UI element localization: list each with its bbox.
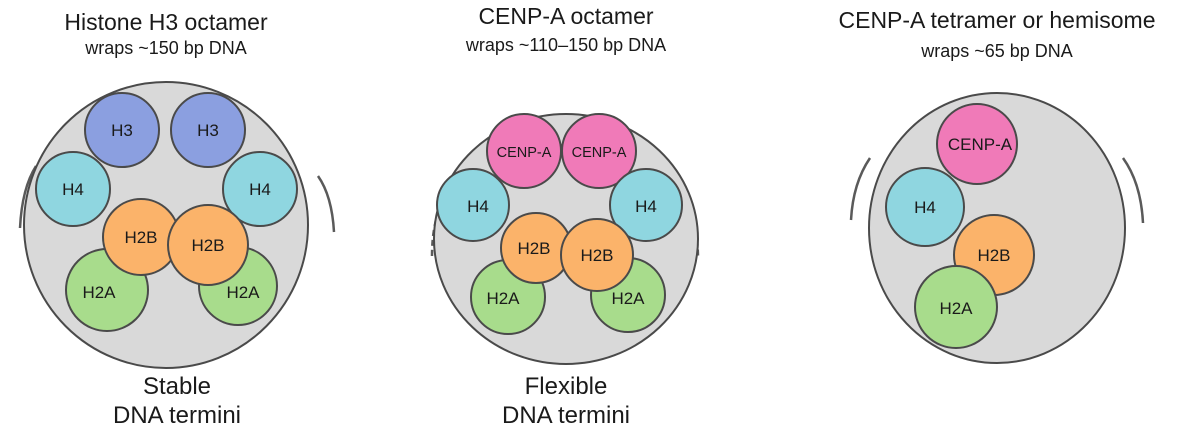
histone-label: H3 [111,121,133,140]
histone-h4: H4 [35,151,111,227]
histone-label: H3 [197,121,219,140]
histone-cenp-a: CENP-A [486,113,562,189]
histone-h2b: H2B [167,204,249,286]
dna-terminus-right [1121,157,1145,224]
histone-h4: H4 [222,151,298,227]
panel-subtitle: wraps ~110–150 bp DNA [465,35,666,55]
dna-terminus-left [849,157,872,221]
histone-label: H4 [467,197,489,216]
termini-note: Flexible [525,373,608,400]
histone-label: CENP-A [497,145,552,161]
panel-title: CENP-A octamer [478,3,653,29]
histone-label: CENP-A [572,145,627,161]
termini-note: DNA termini [502,402,630,429]
panel-title: CENP-A tetramer or hemisome [839,7,1156,33]
histone-label: H2B [517,239,550,258]
histone-label: H2B [977,246,1010,265]
histone-h3: H3 [170,92,246,168]
dna-terminus-left [18,165,38,229]
histone-h2a: H2A [914,265,998,349]
panel-subtitle: wraps ~150 bp DNA [84,38,247,58]
panel-cenp-a-hemisome: CENP-A tetramer or hemisome wraps ~65 bp… [839,7,1156,364]
histone-h3: H3 [84,92,160,168]
histone-label: H2B [191,236,224,255]
histone-h2b: H2B [500,212,572,284]
histone-label: H2A [82,283,116,302]
histone-label: H4 [635,197,657,216]
histone-label: H2A [611,289,645,308]
dna-terminus-right [316,175,336,233]
panel-subtitle: wraps ~65 bp DNA [920,41,1073,61]
termini-note: DNA termini [113,402,241,429]
histone-h4: H4 [885,167,965,247]
histone-label: H2A [939,299,973,318]
histone-cenp-a: CENP-A [936,103,1018,185]
histone-cenp-a: CENP-A [561,113,637,189]
panel-h3-octamer: Histone H3 octamer wraps ~150 bp DNA H3 … [18,9,336,429]
histone-label: H4 [249,180,271,199]
panel-title: Histone H3 octamer [64,9,268,35]
histone-label: H2A [226,283,260,302]
histone-label: H2A [486,289,520,308]
histone-h4: H4 [436,168,510,242]
histone-label: H2B [580,246,613,265]
termini-note: Stable [143,373,211,400]
histone-label: CENP-A [948,135,1013,154]
histone-label: H4 [914,198,936,217]
histone-h2b: H2B [560,218,634,292]
panel-cenp-a-octamer: CENP-A octamer wraps ~110–150 bp DNA CEN… [430,3,700,429]
histone-h4: H4 [609,168,683,242]
histone-label: H2B [124,228,157,247]
histone-h2b: H2B [102,198,180,276]
histone-label: H4 [62,180,84,199]
